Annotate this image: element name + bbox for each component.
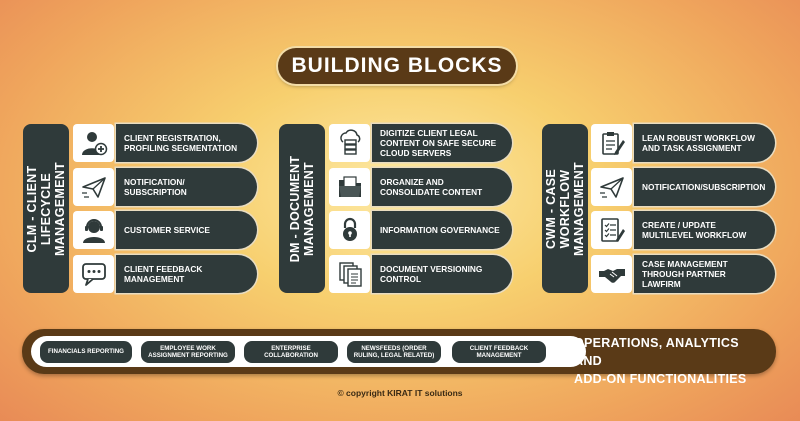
group-spine: CLM - CLIENT LIFECYCLE MANAGEMENT [23, 124, 69, 293]
clipboard-icon [591, 124, 632, 162]
operations-bar: Financials Reporting Employee Work Assig… [22, 329, 776, 374]
group-spine: DM - DOCUMENT MANAGEMENT [279, 124, 325, 293]
block-label: LEAN ROBUST WORKFLOW AND TASK ASSIGNMENT [634, 124, 775, 162]
handshake-icon [591, 255, 632, 293]
operations-chip: Enterprise Collaboration [244, 341, 338, 363]
group-clm: CLM - CLIENT LIFECYCLE MANAGEMENT CLIENT… [23, 124, 259, 293]
group-cwm: CWM - CASE WORKFLOW MANAGEMENT LEAN ROBU… [542, 124, 776, 293]
paper-plane-icon [591, 168, 632, 206]
user-add-icon [73, 124, 114, 162]
block-label: CUSTOMER SERVICE [116, 211, 257, 249]
block-label: CASE MANAGEMENT THROUGH PARTNER LAWFIRM [634, 255, 775, 293]
chat-bubble-icon [73, 255, 114, 293]
operations-chip-tray: Financials Reporting Employee Work Assig… [31, 336, 586, 367]
group-spine: CWM - CASE WORKFLOW MANAGEMENT [542, 124, 588, 293]
spine-label: DM - DOCUMENT MANAGEMENT [288, 155, 316, 262]
block-label: CREATE / UPDATE MULTILEVEL WORKFLOW [634, 211, 775, 249]
operations-chip: Newsfeeds (Order Ruling, Legal Related) [347, 341, 441, 363]
operations-chip: Client Feedback Management [452, 341, 546, 363]
block-label: NOTIFICATION/ SUBSCRIPTION [116, 168, 257, 206]
copyright-notice: © copyright KIRAT IT solutions [337, 388, 463, 398]
folder-icon [329, 168, 370, 206]
padlock-icon [329, 211, 370, 249]
block-label: CLIENT FEEDBACK MANAGEMENT [116, 255, 257, 293]
spine-label: CLM - CLIENT LIFECYCLE MANAGEMENT [25, 161, 67, 256]
operations-title-line: OPERATIONS, ANALYTICS AND [574, 336, 739, 368]
spine-label: CWM - CASE WORKFLOW MANAGEMENT [544, 161, 586, 256]
paper-plane-icon [73, 168, 114, 206]
operations-title: OPERATIONS, ANALYTICS AND ADD-ON FUNCTIO… [574, 334, 764, 388]
cloud-server-icon [329, 124, 370, 162]
operations-title-line: ADD-ON FUNCTIONALITIES [574, 372, 747, 386]
group-dm: DM - DOCUMENT MANAGEMENT DIGITIZE CLIENT… [279, 124, 514, 293]
operations-chip: Employee Work Assignment Reporting [141, 341, 235, 363]
block-label: INFORMATION GOVERNANCE [372, 211, 512, 249]
block-label: DOCUMENT VERSIONING CONTROL [372, 255, 512, 293]
block-label: ORGANIZE AND CONSOLIDATE CONTENT [372, 168, 512, 206]
page-title: BUILDING BLOCKS [278, 48, 516, 84]
block-label: DIGITIZE CLIENT LEGAL CONTENT ON SAFE SE… [372, 124, 512, 162]
operations-chip: Financials Reporting [40, 341, 132, 363]
documents-icon [329, 255, 370, 293]
block-label: NOTIFICATION/SUBSCRIPTION [634, 168, 775, 206]
block-label: CLIENT REGISTRATION, PROFILING SEGMENTAT… [116, 124, 257, 162]
checklist-icon [591, 211, 632, 249]
headset-agent-icon [73, 211, 114, 249]
